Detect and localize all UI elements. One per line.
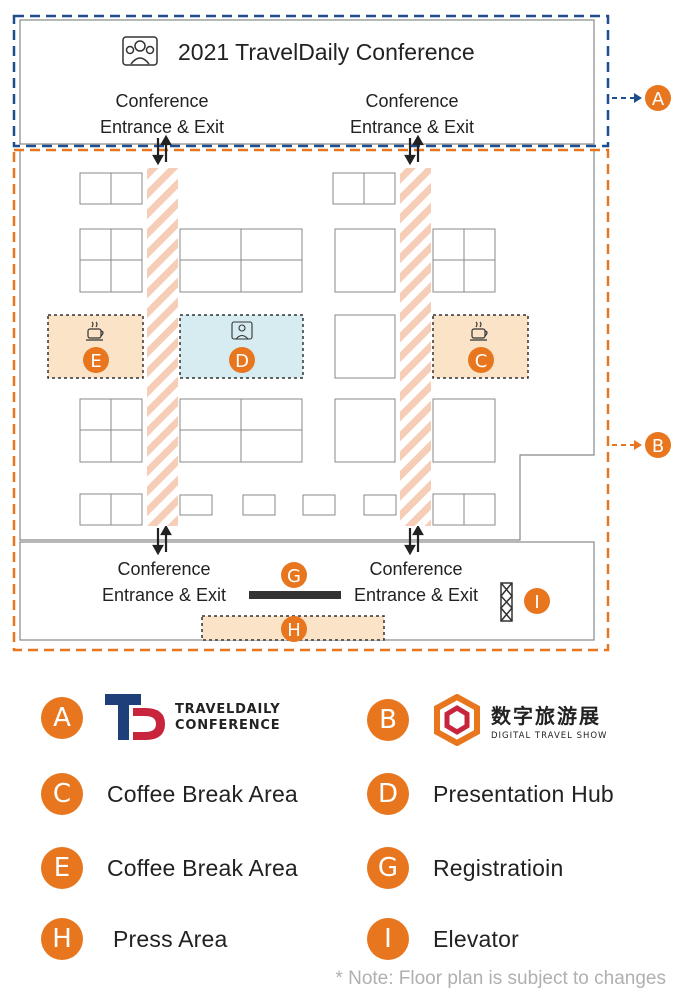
traveldaily-logo-mark xyxy=(105,694,165,740)
legend-c: C Coffee Break Area xyxy=(41,773,298,815)
legend-label-i: Elevator xyxy=(433,925,519,952)
legend-badge-b: B xyxy=(367,699,409,741)
svg-text:I: I xyxy=(534,592,539,613)
svg-text:Entrance & Exit: Entrance & Exit xyxy=(100,117,224,137)
traveldaily-logo: TRAVELDAILY CONFERENCE xyxy=(105,694,280,742)
coffee-cup-icon xyxy=(86,321,104,341)
legend-e: E Coffee Break Area xyxy=(41,847,298,889)
digital-travel-show-logo: 数字旅游展 DIGITAL TRAVEL SHOW xyxy=(431,694,607,746)
booths xyxy=(79,172,496,526)
svg-text:Entrance & Exit: Entrance & Exit xyxy=(102,585,226,605)
entrance-bottom-right: Conference Entrance & Exit xyxy=(354,559,478,605)
zone-b-pointer: B xyxy=(612,432,671,458)
legend-badge-a: A xyxy=(41,697,83,739)
traveldaily-logo-line1: TRAVELDAILY xyxy=(175,702,281,717)
digital-travel-show-en: DIGITAL TRAVEL SHOW xyxy=(491,730,608,741)
zone-b-border xyxy=(12,148,610,652)
zone-a-pointer: A xyxy=(612,85,671,111)
svg-text:Conference: Conference xyxy=(365,91,458,111)
legend-i: I Elevator xyxy=(367,918,519,960)
svg-text:Conference: Conference xyxy=(115,91,208,111)
legend-b: B 数字旅游展 DIGITAL TRAVEL SHOW xyxy=(367,694,607,746)
legend-badge-e: E xyxy=(41,847,83,889)
svg-text:C: C xyxy=(475,351,488,372)
floor-plan-note: * Note: Floor plan is subject to changes xyxy=(335,968,666,989)
presentation-icon xyxy=(231,321,253,340)
zone-h-press: H xyxy=(201,615,385,642)
traveldaily-logo-line2: CONFERENCE xyxy=(175,718,281,733)
svg-text:Conference: Conference xyxy=(369,559,462,579)
conference-title: 2021 TravelDaily Conference xyxy=(178,39,475,65)
legend-label-e: Coffee Break Area xyxy=(107,854,298,881)
coffee-cup-icon xyxy=(470,321,488,341)
entrance-bottom-left: Conference Entrance & Exit xyxy=(102,559,226,605)
legend-label-g: Registratioin xyxy=(433,854,564,881)
svg-text:Entrance & Exit: Entrance & Exit xyxy=(354,585,478,605)
zone-a-badge: A xyxy=(652,89,665,110)
floor-plan: A B 2021 TravelDaily Conference Conferen… xyxy=(12,14,671,652)
zone-g-registration: G xyxy=(249,562,341,599)
zone-e-coffee: E xyxy=(47,314,144,379)
svg-text:H: H xyxy=(287,620,301,641)
legend-label-d: Presentation Hub xyxy=(433,780,614,807)
legend-a: A TRAVELDAILY CONFERENCE xyxy=(41,694,280,742)
elevator-icon xyxy=(500,582,513,622)
conference-icon xyxy=(122,36,158,66)
legend-label-c: Coffee Break Area xyxy=(107,780,298,807)
zone-a-border xyxy=(12,14,610,148)
zone-i-elevator: I xyxy=(500,582,550,622)
zone-c-coffee: C xyxy=(432,314,529,379)
zone-b-badge: B xyxy=(652,436,664,457)
entrance-top-left: Conference Entrance & Exit xyxy=(100,91,224,137)
legend-d: D Presentation Hub xyxy=(367,773,614,815)
legend-badge-d: D xyxy=(367,773,409,815)
door-arrows xyxy=(152,134,424,556)
legend-badge-c: C xyxy=(41,773,83,815)
digital-travel-show-cn: 数字旅游展 xyxy=(491,703,601,728)
legend-h: H Press Area xyxy=(41,918,228,960)
svg-text:G: G xyxy=(287,566,301,587)
svg-text:Entrance & Exit: Entrance & Exit xyxy=(350,117,474,137)
zone-d-presentation-hub: D xyxy=(179,314,304,379)
legend-g: G Registratioin xyxy=(367,847,563,889)
digital-travel-show-logo-mark xyxy=(434,694,480,746)
entrance-top-right: Conference Entrance & Exit xyxy=(350,91,474,137)
aisle-right xyxy=(400,168,431,526)
aisle-left xyxy=(147,168,178,526)
legend-badge-i: I xyxy=(367,918,409,960)
legend-badge-h: H xyxy=(41,918,83,960)
svg-text:Conference: Conference xyxy=(117,559,210,579)
legend-badge-g: G xyxy=(367,847,409,889)
svg-text:D: D xyxy=(235,351,249,372)
svg-text:E: E xyxy=(90,351,101,372)
legend-label-h: Press Area xyxy=(113,925,228,952)
